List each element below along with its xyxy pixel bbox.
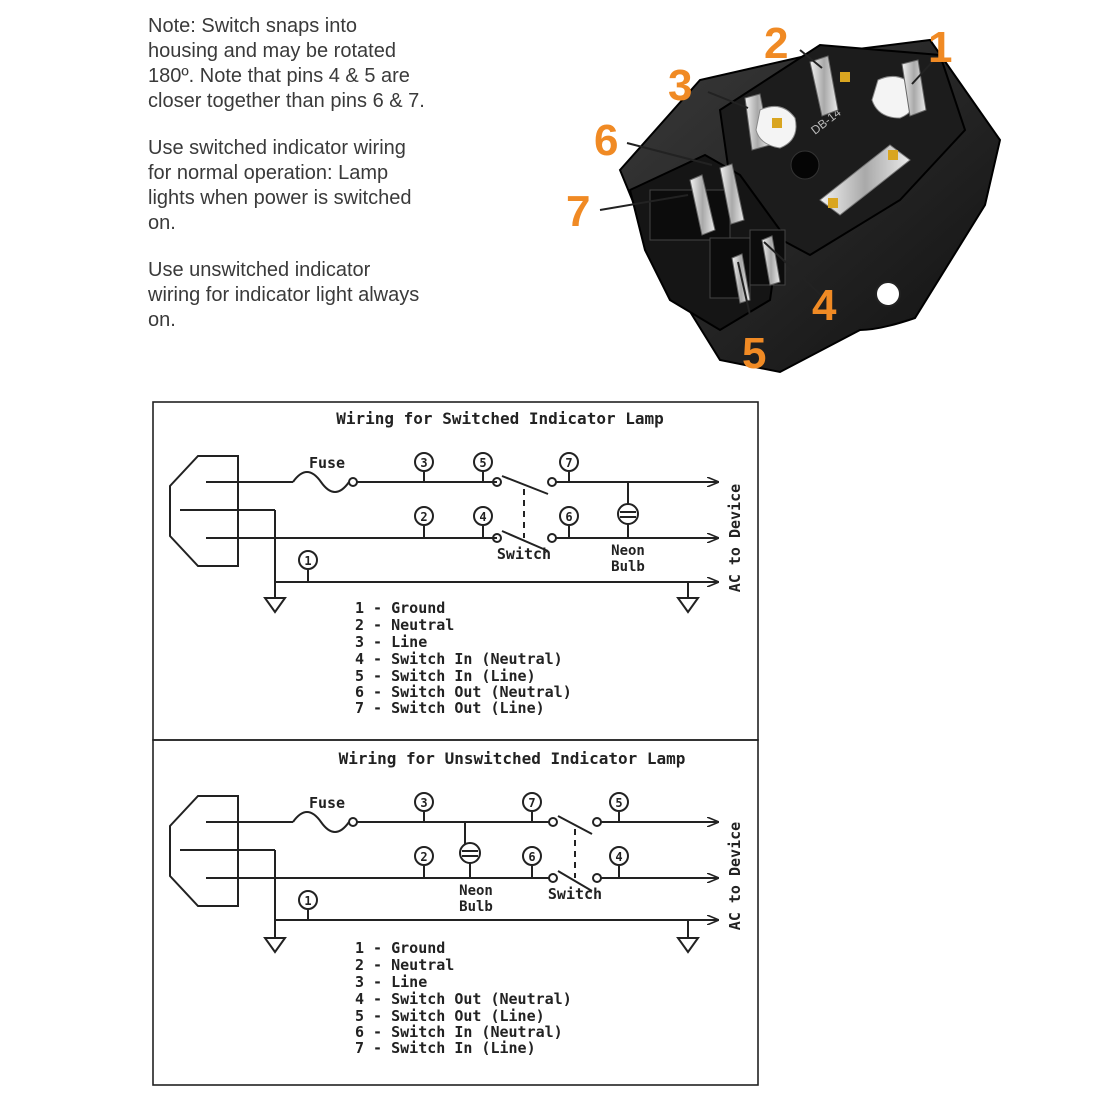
- unswitched-pin-7: 7: [528, 796, 535, 810]
- switched-legend-item: 6 - Switch Out (Neutral): [355, 683, 572, 701]
- callout-1: 1: [928, 23, 952, 72]
- unswitched-legend-item: 5 - Switch Out (Line): [355, 1007, 545, 1025]
- switched-legend-item: 3 - Line: [355, 633, 427, 651]
- switched-legend-item: 7 - Switch Out (Line): [355, 699, 545, 717]
- switched-ac-label: AC to Device: [726, 484, 744, 592]
- unswitched-legend-item: 1 - Ground: [355, 939, 445, 957]
- switched-pin-1: 1: [304, 554, 311, 568]
- unswitched-legend-item: 7 - Switch In (Line): [355, 1039, 536, 1057]
- unswitched-legend-item: 3 - Line: [355, 973, 427, 991]
- note-unswitched: Use unswitched indicator wiring for indi…: [148, 259, 420, 331]
- unswitched-fuse-label: Fuse: [309, 794, 345, 812]
- switched-fuse-label: Fuse: [309, 454, 345, 472]
- note-switched: Use switched indicator wiring for normal…: [148, 137, 412, 234]
- wiring-diagrams: Wiring for Switched Indicator Lamp: [152, 401, 759, 1086]
- notes-panel: Note: Switch snaps into housing and may …: [148, 14, 508, 355]
- switched-pin-6: 6: [565, 510, 572, 524]
- unswitched-pin-2: 2: [420, 850, 427, 864]
- power-inlet-photo: DB-14 1 2: [566, 19, 1002, 378]
- switched-switch-label: Switch: [497, 545, 551, 563]
- unswitched-neon-label-1: Neon: [459, 883, 493, 899]
- unswitched-pin-4: 4: [615, 850, 622, 864]
- note-rotation: Note: Switch snaps into housing and may …: [148, 15, 425, 112]
- pin-callouts: [599, 49, 935, 325]
- mount-hole: [875, 281, 901, 307]
- center-hole: [790, 150, 820, 180]
- switched-pin-4: 4: [479, 510, 486, 524]
- switched-diagram: Wiring for Switched Indicator Lamp: [169, 409, 718, 614]
- callout-3: 3: [668, 61, 692, 110]
- unswitched-title: Wiring for Unswitched Indicator Lamp: [339, 749, 686, 768]
- switched-pin-2: 2: [420, 510, 427, 524]
- switched-pin-7: 7: [565, 456, 572, 470]
- inlet-body: DB-14: [618, 38, 1002, 374]
- switched-labels: Fuse 3 5 7 2 4 6 1 Switch Neon Bulb AC t…: [304, 454, 744, 717]
- terminal-pins: [689, 55, 927, 304]
- callout-7: 7: [566, 187, 590, 236]
- switched-pin-5: 5: [479, 456, 486, 470]
- unswitched-pin-6: 6: [528, 850, 535, 864]
- unswitched-pin-1: 1: [304, 894, 311, 908]
- callout-4: 4: [812, 281, 837, 330]
- callout-5: 5: [742, 329, 766, 378]
- switched-legend-item: 2 - Neutral: [355, 616, 454, 634]
- switched-pin-3: 3: [420, 456, 427, 470]
- switched-legend-item: 5 - Switch In (Line): [355, 667, 536, 685]
- switched-neon-label-2: Bulb: [611, 559, 645, 575]
- switched-legend-item: 1 - Ground: [355, 599, 445, 617]
- unswitched-panel: [152, 739, 759, 1086]
- unswitched-legend-item: 6 - Switch In (Neutral): [355, 1023, 563, 1041]
- unswitched-ac-label: AC to Device: [726, 822, 744, 930]
- switched-title: Wiring for Switched Indicator Lamp: [336, 409, 664, 428]
- callout-2: 2: [764, 19, 788, 68]
- unswitched-switch-label: Switch: [548, 885, 602, 903]
- unswitched-diagram: Wiring for Unswitched Indicator Lamp: [169, 749, 718, 954]
- switched-legend-item: 4 - Switch In (Neutral): [355, 650, 563, 668]
- unswitched-legend-item: 2 - Neutral: [355, 956, 454, 974]
- switched-neon-label-1: Neon: [611, 543, 645, 559]
- unswitched-neon-label-2: Bulb: [459, 899, 493, 915]
- callout-6: 6: [594, 116, 618, 165]
- unswitched-pin-5: 5: [615, 796, 622, 810]
- unswitched-pin-3: 3: [420, 796, 427, 810]
- unswitched-labels: Fuse 3 7 5 2 6 4 1 Switch Neon Bulb AC t…: [304, 794, 744, 1057]
- unswitched-legend-item: 4 - Switch Out (Neutral): [355, 990, 572, 1008]
